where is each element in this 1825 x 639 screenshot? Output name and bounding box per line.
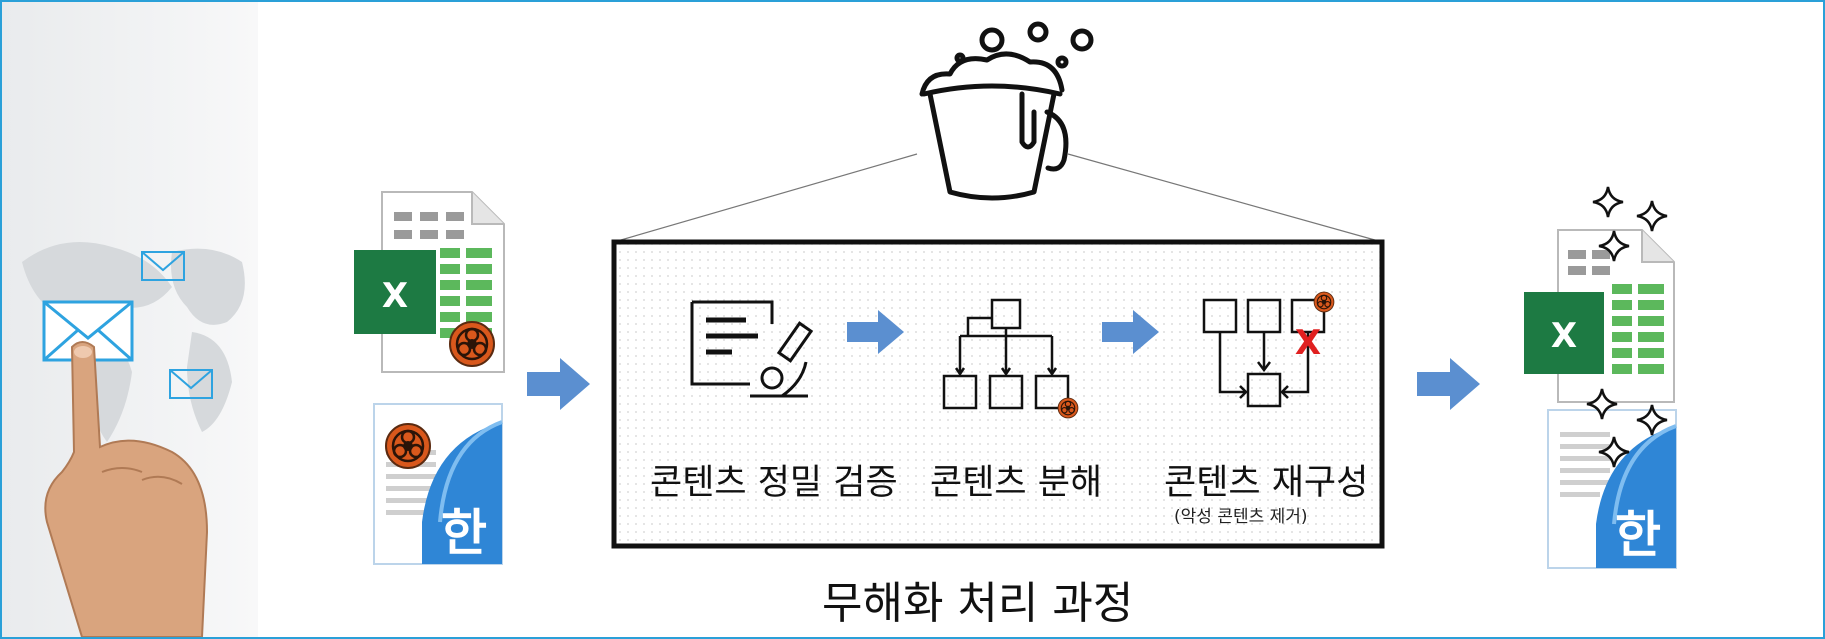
biohazard-icon-reconstruct xyxy=(1313,291,1335,313)
arrow-verify-to-decompose xyxy=(847,310,904,354)
excel-letter-input: X xyxy=(382,276,408,316)
hwp-letter-input: 한 xyxy=(441,504,487,562)
connector-line-right xyxy=(1067,153,1383,243)
sidebar-panel xyxy=(2,2,258,637)
diagram-title: 무해화 처리 과정 xyxy=(822,578,1134,629)
decompose-tree-icon xyxy=(942,298,1070,410)
connector-line-left xyxy=(613,153,918,243)
step-sublabel-reconstruct: (악성 콘텐츠 제거) xyxy=(1174,507,1308,527)
hwp-file-icon-output: 한 xyxy=(1547,409,1677,569)
biohazard-icon-excel xyxy=(448,320,496,368)
document-microscope-icon xyxy=(690,300,814,398)
arrow-input-to-process xyxy=(527,358,590,410)
reconstruct-tree-icon xyxy=(1202,298,1326,408)
biohazard-icon-hwp xyxy=(384,422,432,470)
removed-mark: X xyxy=(1295,323,1321,363)
excel-file-icon-output: X xyxy=(1524,229,1675,403)
hwp-letter-output: 한 xyxy=(1615,506,1661,564)
process-box xyxy=(611,239,1385,549)
excel-letter-output: X xyxy=(1551,316,1577,356)
arrow-process-to-output xyxy=(1417,358,1480,410)
hwp-file-icon-input: 한 xyxy=(373,403,503,565)
step-label-verify: 콘텐츠 정밀 검증 xyxy=(650,463,898,503)
mail-icon-small-bottom xyxy=(169,369,213,399)
step-label-decompose: 콘텐츠 분해 xyxy=(930,463,1103,503)
sparkle-icon xyxy=(1635,199,1669,233)
arrow-decompose-to-reconstruct xyxy=(1102,310,1159,354)
bucket-icon xyxy=(919,21,1094,201)
sparkle-icon xyxy=(1591,185,1625,219)
step-label-reconstruct: 콘텐츠 재구성 xyxy=(1164,463,1369,503)
biohazard-icon-decompose xyxy=(1057,397,1079,419)
pointing-hand-icon xyxy=(44,341,209,637)
sidebar-illustration xyxy=(22,242,245,637)
mail-icon-small-top xyxy=(141,251,185,281)
